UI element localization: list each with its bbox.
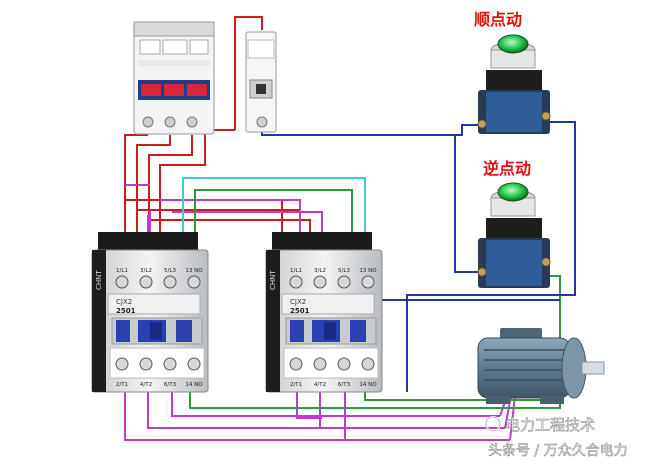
wire-magenta-power xyxy=(124,184,516,441)
c2-b3-label: 6/T3 xyxy=(338,382,351,388)
c1-b2-label: 4/T2 xyxy=(140,382,152,388)
c2-b2-label: 4/T2 xyxy=(314,382,326,388)
contactor-1: 1/L1 3/L2 5/L3 13 NO CJX2 2501 CHNT 2/T1… xyxy=(91,232,209,393)
circuit-breaker-3p xyxy=(133,21,215,135)
c2-t4-label: 13 NO xyxy=(359,268,377,274)
c1-t4-label: 13 NO xyxy=(185,268,203,274)
contactor-2-bottom-screws xyxy=(289,357,375,371)
c2-t2-label: 3/L2 xyxy=(314,268,326,274)
reverse-jog-label: 逆点动 xyxy=(483,159,531,178)
c2-b4-label: 14 NO xyxy=(359,382,377,388)
c1-t2-label: 3/L2 xyxy=(140,268,152,274)
c1-rating: 2501 xyxy=(116,307,136,315)
c2-model: CJX2 xyxy=(290,298,306,306)
c2-t3-label: 5/L3 xyxy=(338,268,350,274)
contactor-2: 1/L1 3/L2 5/L3 13 NO CJX2 2501 CHNT 2/T1… xyxy=(265,232,383,393)
watermark-line-2: 头条号 / 万众久合电力 xyxy=(488,442,628,459)
forward-jog-label: 顺点动 xyxy=(474,10,522,29)
circuit-breaker-1p xyxy=(245,31,277,133)
watermark: 电力工程技术 头条号 / 万众久合电力 xyxy=(485,416,628,459)
contactor-1-top-screws xyxy=(115,275,201,289)
three-phase-motor xyxy=(477,328,605,404)
c2-rating: 2501 xyxy=(290,307,310,315)
c1-b4-label: 14 NO xyxy=(185,382,203,388)
c1-b1-label: 2/T1 xyxy=(116,382,128,388)
c1-t1-label: 1/L1 xyxy=(116,268,128,274)
c2-t1-label: 1/L1 xyxy=(290,268,302,274)
c1-brand: CHNT xyxy=(95,270,103,290)
c2-b1-label: 2/T1 xyxy=(290,382,302,388)
contactor-2-top-screws xyxy=(289,275,375,289)
c1-t3-label: 5/L3 xyxy=(164,268,176,274)
c2-brand: CHNT xyxy=(269,270,277,290)
watermark-line-1: 电力工程技术 xyxy=(505,416,595,434)
c1-model: CJX2 xyxy=(116,298,132,306)
push-button-reverse xyxy=(477,182,551,288)
c1-b3-label: 6/T3 xyxy=(164,382,177,388)
contactor-1-bottom-screws xyxy=(115,357,201,371)
push-button-forward xyxy=(477,34,551,134)
wire-green-interlock xyxy=(189,189,561,409)
